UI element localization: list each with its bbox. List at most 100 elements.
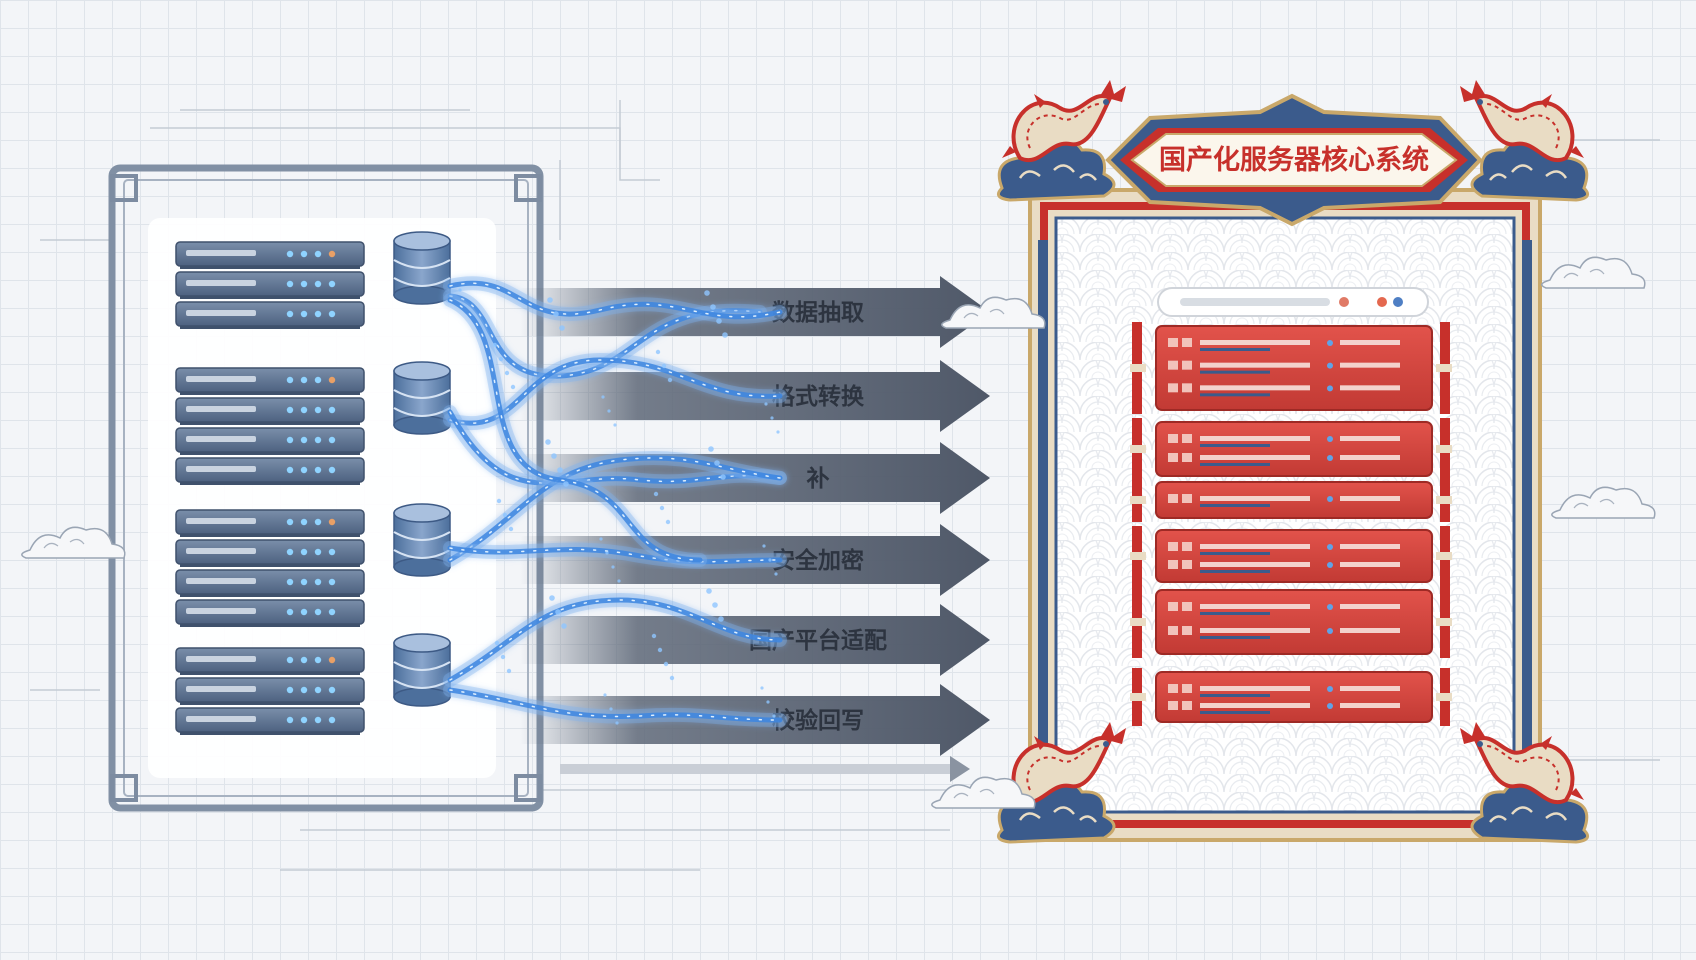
stream-particle	[760, 686, 764, 690]
data-stream	[443, 592, 787, 687]
stream-particle	[502, 512, 508, 518]
stage-label: 补	[807, 466, 830, 492]
stream-particle	[492, 342, 498, 348]
server-icon	[175, 457, 365, 485]
stream-particle	[720, 474, 726, 480]
stream-particle	[615, 721, 619, 725]
server-icon	[1130, 322, 1452, 414]
stream-particle	[665, 519, 671, 525]
server-icon	[175, 271, 365, 299]
target-panel	[1028, 188, 1542, 842]
stream-particle	[557, 467, 563, 473]
stage-label: 格式转换	[772, 383, 865, 410]
domestic-servers	[1130, 322, 1452, 726]
stream-particle	[764, 402, 768, 406]
stream-particle	[601, 395, 605, 399]
data-stream	[443, 683, 787, 727]
stream-particle	[603, 693, 607, 697]
stream-particle	[661, 363, 667, 369]
stream-particle	[766, 700, 770, 704]
panel-corner-ornaments	[110, 174, 542, 802]
stream-particle	[708, 446, 714, 452]
server-rack	[175, 509, 365, 627]
stream-particle	[547, 297, 553, 303]
stream-particle	[772, 714, 776, 718]
title-banner: 国产化服务器核心系统	[1105, 93, 1483, 227]
stream-particle	[655, 349, 661, 355]
stream-particle	[498, 356, 504, 362]
stream-particle	[553, 311, 559, 317]
circuit-lines	[30, 100, 1660, 871]
stream-particle	[607, 409, 611, 413]
stage-label: 校验回写	[772, 707, 864, 734]
stream-particle	[762, 544, 766, 548]
server-rack	[175, 647, 365, 735]
server-icon	[1130, 586, 1452, 658]
stream-particle	[768, 558, 772, 562]
dragon-icon	[1460, 722, 1590, 844]
server-icon	[175, 367, 365, 395]
data-stream	[443, 541, 787, 569]
stream-particle	[510, 384, 516, 390]
data-stream	[443, 276, 787, 324]
stream-particle	[508, 526, 514, 532]
database-icon	[393, 633, 451, 707]
dragon-ornaments	[996, 80, 1590, 844]
stream-particle	[669, 675, 675, 681]
dragon-icon	[1460, 80, 1590, 202]
stream-particle	[559, 325, 565, 331]
stream-particle	[555, 609, 561, 615]
server-icon	[175, 397, 365, 425]
stream-particle	[706, 588, 712, 594]
stream-particle	[504, 370, 510, 376]
stream-particle	[605, 551, 609, 555]
server-icon	[1130, 418, 1452, 480]
server-icon	[1130, 668, 1452, 726]
stream-particle	[549, 595, 555, 601]
stream-particle	[659, 505, 665, 511]
data-stream	[443, 293, 707, 567]
database-icon	[393, 231, 451, 305]
stream-particle	[704, 290, 710, 296]
server-icon	[175, 647, 365, 675]
server-icon	[175, 599, 365, 627]
stream-particle	[653, 491, 659, 497]
stream-particle	[722, 332, 728, 338]
server-rack	[175, 241, 365, 329]
stream-particle	[609, 707, 613, 711]
stream-particle	[563, 481, 569, 487]
stream-particle	[494, 640, 500, 646]
source-servers	[175, 231, 451, 735]
stream-particle	[663, 661, 669, 667]
bottom-arrow	[560, 756, 970, 782]
data-stream	[443, 405, 787, 491]
server-icon	[175, 241, 365, 269]
database-icon	[393, 503, 451, 577]
stream-particle	[611, 565, 615, 569]
stream-particle	[718, 616, 724, 622]
server-icon	[175, 707, 365, 735]
server-icon	[175, 427, 365, 455]
server-icon	[175, 301, 365, 329]
stage-label: 安全加密	[772, 547, 864, 574]
server-icon	[175, 569, 365, 597]
stream-particle	[506, 668, 512, 674]
stream-particle	[545, 439, 551, 445]
stream-particle	[667, 377, 673, 383]
stream-particle	[770, 416, 774, 420]
stream-particle	[712, 602, 718, 608]
database-icon	[393, 361, 451, 435]
stream-particle	[651, 633, 657, 639]
stream-particle	[500, 654, 506, 660]
stream-particle	[774, 572, 778, 576]
server-icon	[1130, 478, 1452, 522]
stream-particle	[613, 423, 617, 427]
stream-particle	[710, 304, 716, 310]
server-icon	[175, 539, 365, 567]
stream-particle	[714, 460, 720, 466]
stream-particle	[458, 288, 462, 292]
server-icon	[175, 677, 365, 705]
stream-particle	[657, 647, 663, 653]
